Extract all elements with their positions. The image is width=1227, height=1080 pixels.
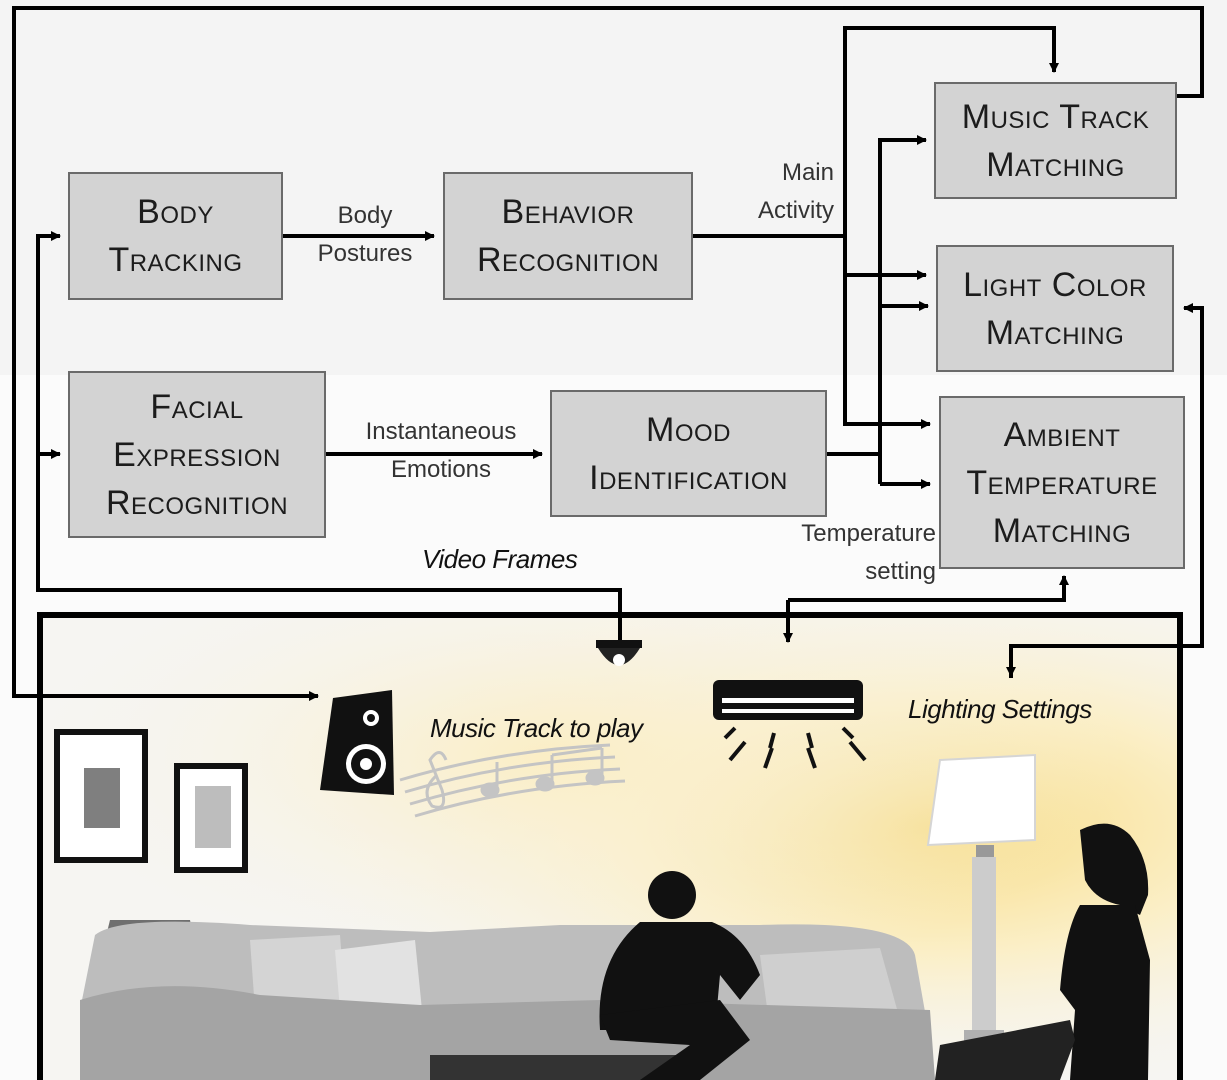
label-line: Postures xyxy=(317,240,413,267)
music-notes-icon xyxy=(399,743,626,818)
label-line: setting xyxy=(865,558,936,585)
arrow-video-frames xyxy=(36,231,622,640)
block-label: Recognition xyxy=(105,483,289,522)
block-label: Mood xyxy=(646,410,731,449)
speaker-icon xyxy=(320,690,394,795)
instantaneous-emotions-label: Instantaneous Emotions xyxy=(346,413,536,489)
music-track-to-play-label: Music Track to play xyxy=(430,713,643,743)
block-label: Ambient xyxy=(1003,415,1121,454)
label-line: Activity xyxy=(757,197,834,224)
lighting-settings-label: Lighting Settings xyxy=(908,694,1092,724)
block-label: Matching xyxy=(985,313,1125,352)
block-label: Tracking xyxy=(108,241,243,279)
block-label: Expression xyxy=(113,435,281,474)
block-label: Facial xyxy=(150,387,244,426)
label-line: Body xyxy=(337,202,393,229)
main-activity-label: Main Activity xyxy=(734,154,834,230)
camera-icon xyxy=(596,640,642,666)
block-label: Recognition xyxy=(476,241,660,279)
label-line: Main xyxy=(781,159,834,186)
video-frames-label: Video Frames xyxy=(422,544,578,574)
light-color-matching-block: Light Color Matching xyxy=(936,245,1174,372)
temperature-setting-label: Temperature setting xyxy=(762,515,936,591)
mood-identification-block: Mood Identification xyxy=(550,390,827,517)
ambient-temperature-matching-block: Ambient Temperature Matching xyxy=(939,396,1185,569)
picture-frame-icon xyxy=(174,763,248,873)
facial-expression-recognition-block: Facial Expression Recognition xyxy=(68,371,326,538)
picture-frame-icon xyxy=(54,729,148,863)
label-line: Instantaneous xyxy=(365,418,517,445)
label-line: Emotions xyxy=(390,456,492,483)
arrow-music-track-output xyxy=(12,6,1204,701)
music-track-matching-block: Music Track Matching xyxy=(934,82,1177,199)
woman-silhouette xyxy=(935,823,1150,1080)
label-line: Temperature xyxy=(801,520,936,547)
air-conditioner-icon xyxy=(713,680,867,769)
block-label: Matching xyxy=(986,145,1125,184)
block-label: Temperature xyxy=(966,463,1158,502)
body-tracking-block: Body Tracking xyxy=(68,172,283,300)
block-label: Behavior xyxy=(501,193,635,231)
block-label: Body xyxy=(137,193,214,231)
block-label: Music Track xyxy=(961,97,1150,136)
man-silhouette xyxy=(599,871,760,1080)
block-label: Identification xyxy=(589,458,788,497)
block-label: Matching xyxy=(992,511,1132,550)
block-label: Light Color xyxy=(963,265,1147,304)
behavior-recognition-block: Behavior Recognition xyxy=(443,172,693,300)
body-postures-label: Body Postures xyxy=(305,197,425,273)
